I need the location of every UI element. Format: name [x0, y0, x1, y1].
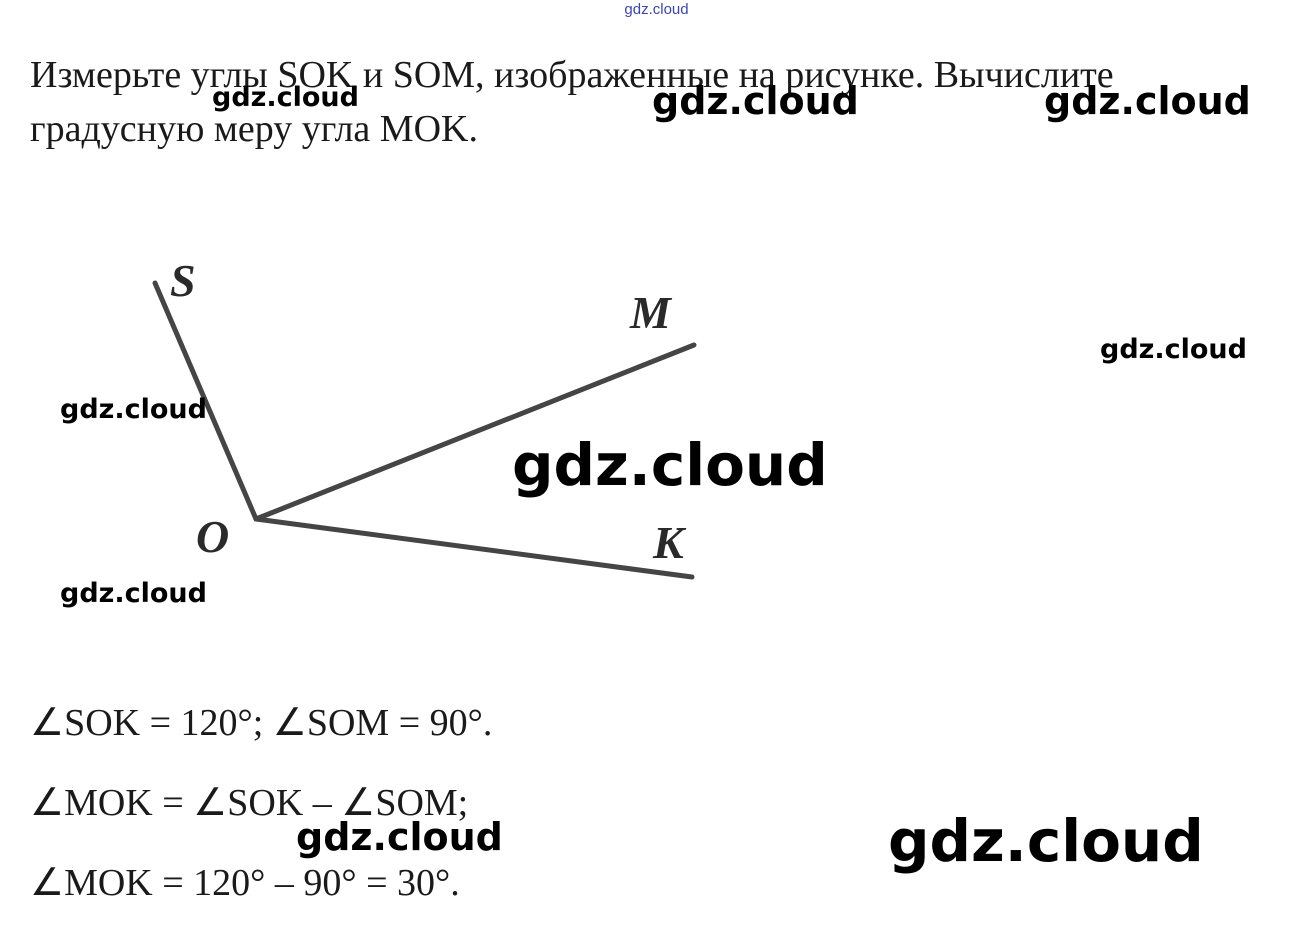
source-mark: gdz.cloud [624, 1, 689, 18]
problem-line-2: градусную меру угла MOK. [30, 108, 478, 150]
solution-line-3: ∠MOK = 120° – 90° = 30°. [30, 862, 460, 904]
watermark: gdz.cloud [512, 431, 828, 499]
ray-om [253, 342, 697, 522]
point-label-m: M [629, 287, 673, 338]
solution-line-1: ∠SOK = 120°; ∠SOM = 90°. [30, 702, 493, 744]
watermark: gdz.cloud [652, 79, 859, 123]
problem-statement: Измерьте углы SOK и SOM, изображенные на… [30, 48, 1290, 156]
point-label-k: K [652, 517, 687, 568]
watermark: gdz.cloud [1044, 79, 1251, 123]
watermark: gdz.cloud [296, 815, 503, 859]
watermark: gdz.cloud [888, 807, 1204, 875]
solution-line-2: ∠MOK = ∠SOK – ∠SOM; [30, 782, 469, 824]
watermark: gdz.cloud [60, 394, 207, 425]
ray-ok [253, 516, 695, 580]
watermark: gdz.cloud [212, 82, 359, 113]
ray-os [152, 280, 259, 522]
watermark: gdz.cloud [1100, 334, 1247, 365]
point-label-s: S [170, 255, 196, 306]
point-label-o: O [196, 511, 229, 562]
watermark: gdz.cloud [60, 578, 207, 609]
problem-line-1: Измерьте углы SOK и SOM, изображенные на… [30, 54, 1114, 96]
